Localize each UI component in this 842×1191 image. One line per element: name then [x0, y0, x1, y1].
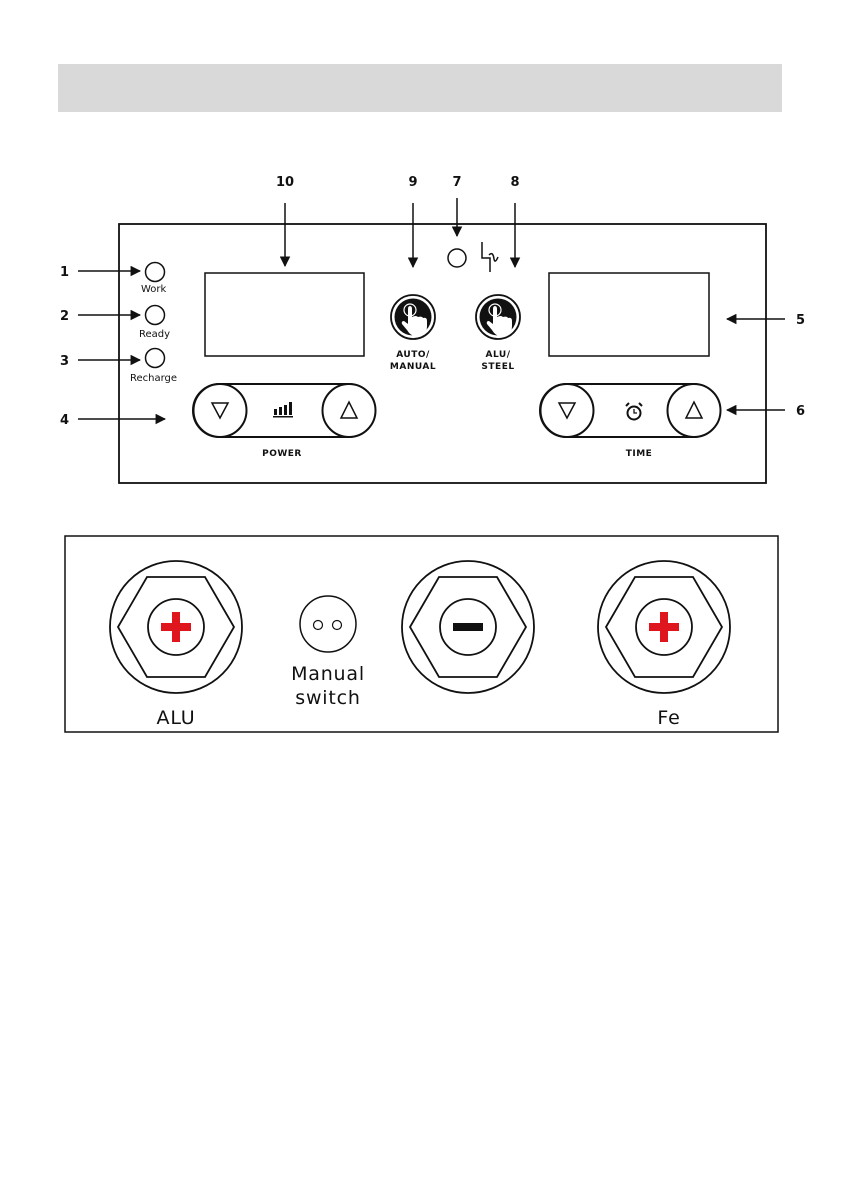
- alu-steel-button[interactable]: [476, 295, 520, 339]
- alu-steel-label-line2: STEEL: [481, 362, 514, 372]
- callout-10: 10: [276, 175, 294, 190]
- recharge-indicator: [146, 349, 165, 368]
- alu-label: ALU: [157, 707, 196, 729]
- callout-6: 6: [796, 404, 805, 419]
- manual-switch-socket: [300, 596, 356, 652]
- alu-steel-label-line1: ALU/: [486, 350, 511, 360]
- time-label: TIME: [626, 449, 653, 459]
- power-control: [193, 384, 376, 437]
- fe-label: Fe: [657, 707, 680, 729]
- status-led: [448, 249, 466, 267]
- manual-switch-label-line2: switch: [295, 687, 360, 709]
- auto-manual-label-line2: MANUAL: [390, 362, 436, 372]
- callout-9: 9: [408, 175, 417, 190]
- minus-terminal: [402, 561, 534, 693]
- ready-indicator: [146, 306, 165, 325]
- work-label: Work: [141, 284, 167, 295]
- power-down-button[interactable]: [194, 384, 247, 437]
- time-control: [540, 384, 721, 437]
- control-panel: Work Ready Recharge AUTO/ MANUAL ALU/ ST…: [119, 224, 766, 483]
- minus-icon: [453, 623, 483, 631]
- work-indicator: [146, 263, 165, 282]
- fe-plus-terminal: [598, 561, 730, 693]
- auto-manual-label-line1: AUTO/: [396, 350, 430, 360]
- callout-3: 3: [60, 354, 69, 369]
- power-label: POWER: [262, 449, 302, 459]
- manual-switch-label-line1: Manual: [291, 663, 365, 685]
- recharge-label: Recharge: [130, 373, 177, 384]
- callout-1: 1: [60, 265, 69, 280]
- alu-plus-terminal: [110, 561, 242, 693]
- auto-manual-button[interactable]: [391, 295, 435, 339]
- callout-7: 7: [452, 175, 461, 190]
- time-display: [549, 273, 709, 356]
- welding-symbol-icon: [482, 242, 498, 272]
- power-up-button[interactable]: [323, 384, 376, 437]
- control-panel-frame: [119, 224, 766, 483]
- callout-4: 4: [60, 413, 69, 428]
- time-up-button[interactable]: [668, 384, 721, 437]
- connector-panel: ALU Manual switch Fe: [65, 536, 778, 732]
- callout-5: 5: [796, 313, 805, 328]
- ready-label: Ready: [139, 329, 170, 340]
- callout-2: 2: [60, 309, 69, 324]
- power-display: [205, 273, 364, 356]
- time-down-button[interactable]: [541, 384, 594, 437]
- callout-8: 8: [510, 175, 519, 190]
